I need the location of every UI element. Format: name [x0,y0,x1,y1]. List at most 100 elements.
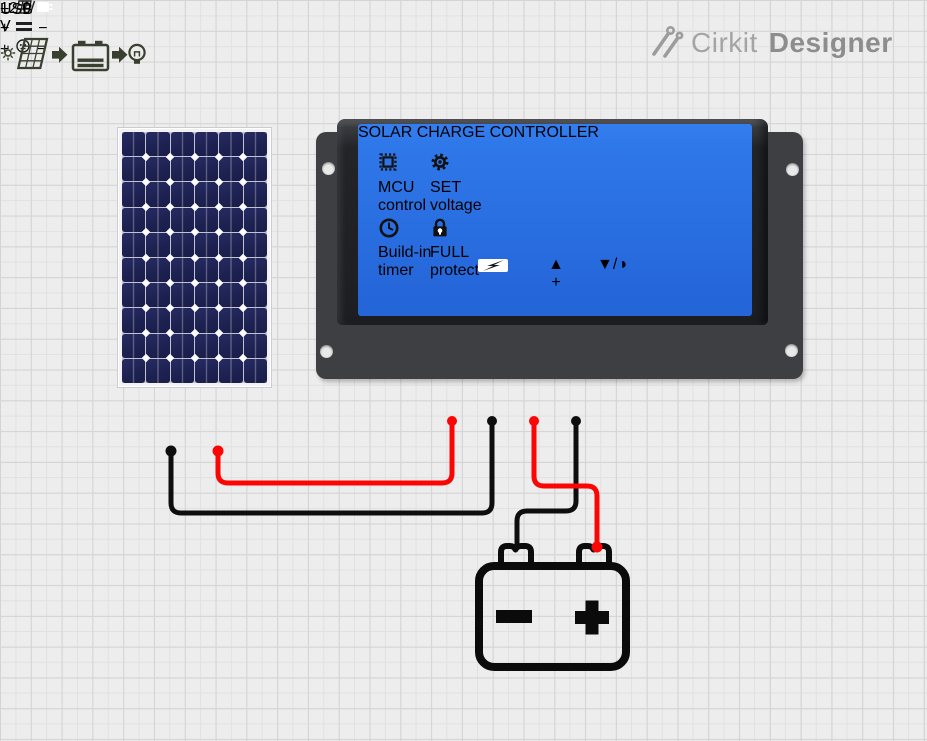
mount-hole [785,344,798,357]
battery-charge-icon [478,259,508,272]
feature-line2: control [378,197,427,214]
solar-cell [219,333,243,358]
gear-icon [431,153,449,171]
brand-name-regular: Cirkit [691,27,758,58]
solar-cell [219,132,243,157]
solar-cell [146,333,170,358]
battery-icon [15,22,32,31]
battery-terminal-icons: + − [0,20,48,37]
wire-solar-positive[interactable] [215,418,455,486]
padlock-icon [433,218,447,237]
solar-cell [195,308,219,333]
down-light-button-label: ▼/◑ [597,256,627,273]
controller-battery-positive-pin[interactable] [529,416,539,426]
solar-cell [170,333,194,358]
plus-overlay: + [551,274,561,291]
solar-cell [170,308,194,333]
controller-solar-negative-pin[interactable] [487,416,497,426]
solar-cell [146,232,170,257]
brand-name-bold: Designer [768,27,893,58]
wire-solar-negative[interactable] [168,418,495,516]
battery-negative-symbol [496,610,532,623]
feature-line1: Build-in [378,244,432,261]
feature-line1: MCU [378,179,415,196]
solar-negative-pin[interactable] [165,445,177,457]
wire-battery-positive[interactable] [531,418,600,550]
solar-cell [170,157,194,182]
solar-cell [195,358,219,383]
controller-solar-positive-pin[interactable] [447,416,457,426]
battery-component[interactable] [475,543,630,671]
solar-cell [219,207,243,232]
solar-cell [243,182,267,207]
sun-icon [4,49,12,57]
solar-cell [195,333,219,358]
solar-cell [219,258,243,283]
solar-cell [146,132,170,157]
solar-panel-icon [15,0,35,14]
usb-label: USB [0,1,33,18]
solar-cell [219,308,243,333]
solar-cell [219,358,243,383]
solar-cell [122,232,146,257]
circuit-traces-icon [652,25,684,58]
bulb-icon [128,43,146,64]
solar-positive-pin[interactable] [212,445,224,457]
solar-cell [122,283,146,308]
lcd-flow-icons [0,37,146,72]
solar-cell [243,232,267,257]
solar-cell [195,232,219,257]
solar-cell [170,132,194,157]
solar-cell [170,358,194,383]
lcd-voltage-unit: V [0,18,11,35]
solar-cell [146,157,170,182]
clock-icon [379,218,399,238]
solar-cell [122,207,146,232]
solar-cell [146,207,170,232]
solar-cell [122,258,146,283]
solar-cell [243,132,267,157]
battery-icon [71,40,110,72]
feature-line1: FULL [430,244,470,261]
solar-cell [170,182,194,207]
solar-cell [122,182,146,207]
solar-cell [195,157,219,182]
controller-front-panel: SOLAR CHARGE CONTROLLER [358,124,752,316]
feature-mcu-control: MCU control [378,152,426,215]
wiring-overlay [165,416,630,671]
solar-cell [243,333,267,358]
controller-title: SOLAR CHARGE CONTROLLER [358,124,599,141]
solar-cell [170,232,194,257]
mcu-chip-icon [379,153,397,171]
solar-cell [146,358,170,383]
up-triangle-icon: ▲ [548,256,564,273]
feature-full-protect: FULL protect [430,217,479,280]
solar-cell [243,358,267,383]
solar-cell [195,207,219,232]
feature-line2: timer [378,262,414,279]
solar-cell [243,308,267,333]
solar-cell [146,308,170,333]
solar-cell [243,283,267,308]
battery-positive-pin[interactable] [591,541,603,553]
feature-buildin-timer: Build-in timer [378,217,431,280]
solar-cell [243,207,267,232]
solar-panel-icon [16,37,49,70]
usb-plug-icon [37,2,53,12]
solar-cell [219,232,243,257]
lcd-voltage-value: 12.0 [0,0,32,17]
controller-battery-negative-pin[interactable] [571,416,581,426]
solar-cell [170,207,194,232]
solar-panel-component[interactable] [117,127,272,388]
brand-logo: Cirkit Designer [648,22,893,64]
mount-hole [786,163,799,176]
battery-negative-post [498,543,534,567]
solar-cell [195,132,219,157]
solar-cell [219,182,243,207]
up-button-label: ▲ + [546,256,566,292]
arrow-right-icon [52,46,68,63]
mount-hole [320,345,333,358]
wire-battery-negative[interactable] [514,418,579,550]
solar-cell [146,258,170,283]
